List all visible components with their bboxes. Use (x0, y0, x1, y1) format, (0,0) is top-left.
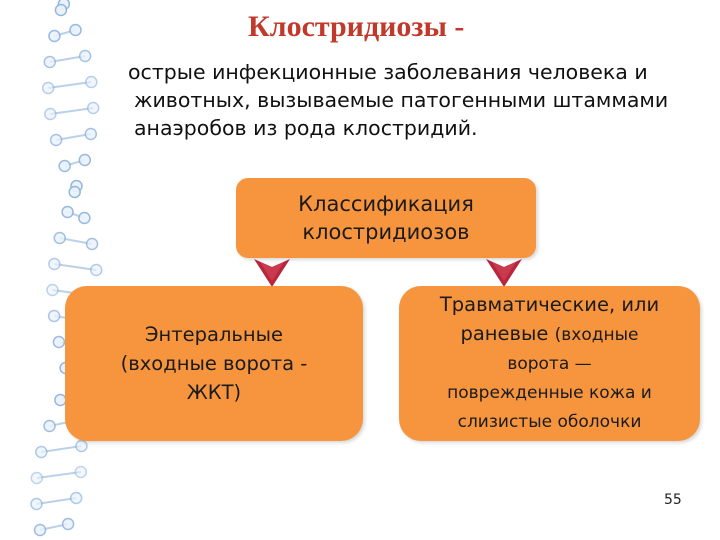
traumatic-box: Травматические, или раневые (входные вор… (399, 286, 700, 441)
traumatic-line2-small: (входные (554, 325, 639, 345)
dna-node (35, 445, 48, 459)
dna-node (89, 263, 103, 277)
dna-node (53, 231, 66, 245)
dna-helix-decoration (30, 0, 103, 537)
enteral-box: Энтеральные (входные ворота - ЖКТ) (65, 286, 363, 441)
page-number: 55 (664, 492, 682, 508)
dna-node (68, 185, 81, 199)
dna-node (43, 55, 57, 69)
dna-node (30, 497, 43, 511)
enteral-line2: (входные ворота - (120, 352, 308, 375)
dna-node (54, 3, 68, 17)
traumatic-line3: ворота — (507, 354, 592, 374)
dna-node (47, 309, 61, 323)
enteral-line1: Энтеральные (144, 323, 284, 346)
definition-text: острые инфекционные заболевания человека… (128, 60, 669, 140)
dna-node (84, 127, 98, 141)
arrow-left-icon (254, 259, 290, 287)
dna-node (48, 29, 61, 43)
slide-title: Клостридиозы - (248, 10, 465, 43)
dna-node (33, 523, 47, 537)
dna-node (61, 205, 74, 219)
dna-node (85, 75, 98, 89)
dna-rung (36, 497, 77, 505)
dna-node (43, 419, 56, 433)
dna-node (78, 153, 92, 167)
dna-node (44, 107, 57, 121)
dna-node (69, 23, 82, 37)
dna-node (46, 283, 59, 297)
dna-node (86, 101, 100, 115)
classification-root-box: Классификация клостридиозов (236, 178, 536, 258)
dna-node (58, 159, 71, 173)
dna-node (52, 335, 66, 349)
dna-node (78, 211, 91, 225)
dna-node (41, 81, 55, 95)
dna-rung (48, 81, 92, 89)
arrow-right-icon (486, 259, 522, 287)
dna-rung (54, 263, 97, 271)
dna-rung (41, 445, 82, 453)
dna-node (61, 517, 75, 531)
traumatic-line1: Травматические, или (439, 293, 660, 316)
dna-node (49, 133, 63, 147)
root-label-line1: Классификация (298, 192, 474, 216)
dna-node (75, 439, 88, 453)
traumatic-line5: слизистые оболочки (457, 412, 642, 432)
dna-node (69, 491, 83, 505)
dna-node (78, 49, 92, 63)
dna-node (74, 465, 88, 479)
dna-rung (36, 471, 81, 479)
root-label-line2: клостридиозов (302, 220, 470, 244)
dna-node (30, 471, 44, 485)
dna-rung (50, 107, 94, 115)
enteral-line3: ЖКТ) (186, 381, 242, 404)
dna-node (85, 237, 99, 251)
traumatic-line2-main: раневые (460, 322, 555, 345)
dna-node (48, 257, 61, 271)
traumatic-line2: раневые (входные (440, 319, 659, 350)
traumatic-line4: поврежденные кожа и (447, 383, 652, 403)
